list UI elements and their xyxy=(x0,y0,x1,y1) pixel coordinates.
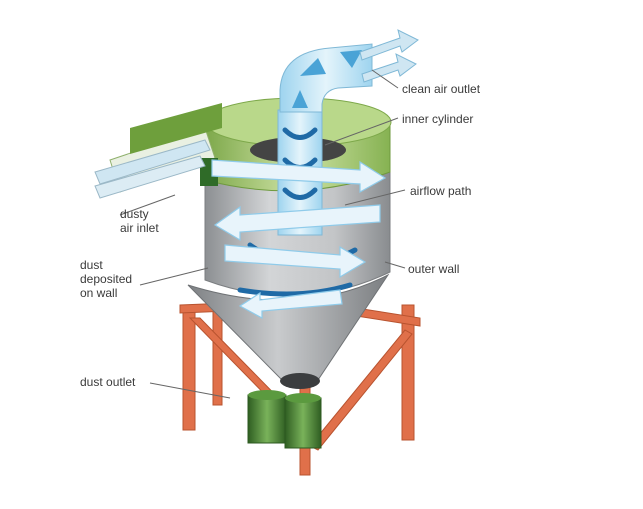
label-dust-deposited-line1: dust xyxy=(80,258,103,272)
frame-brace-right xyxy=(309,329,413,451)
frame-leg-front-left xyxy=(182,304,196,431)
label-dusty-air-inlet-line1: dusty xyxy=(120,207,149,221)
label-airflow-path: airflow path xyxy=(410,184,472,198)
label-dusty-air-inlet-line2: air inlet xyxy=(120,221,159,235)
dusty-air-inlet-duct xyxy=(94,103,222,199)
label-clean-air-outlet: clean air outlet xyxy=(402,82,481,96)
airflow-spiral xyxy=(211,159,387,320)
leader-lines xyxy=(119,69,406,399)
label-dust-deposited-line2: deposited xyxy=(80,272,133,286)
dust-drum-left xyxy=(247,394,287,444)
clean-air-exit-arrows xyxy=(359,29,419,83)
dust-collection-drums xyxy=(247,390,322,449)
label-dust-deposited-line3: on wall xyxy=(80,286,118,300)
label-outer-wall: outer wall xyxy=(408,262,460,276)
clean-air-flow-arrows xyxy=(292,50,362,108)
label-inner-cylinder: inner cylinder xyxy=(402,112,474,126)
cone-outlet-opening xyxy=(280,373,320,389)
label-dust-outlet: dust outlet xyxy=(80,375,136,389)
dust-drum-right xyxy=(284,397,322,449)
